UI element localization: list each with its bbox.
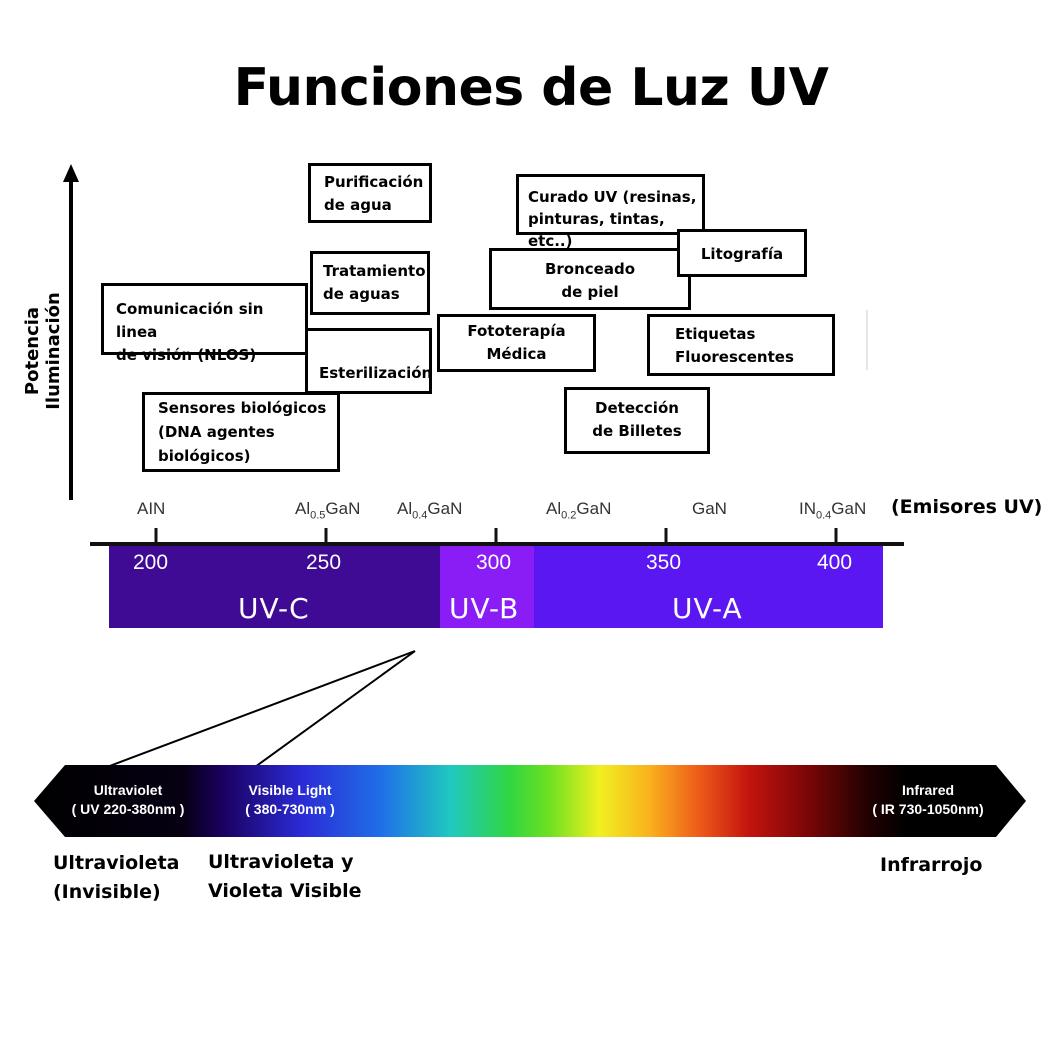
box-line: de piel bbox=[561, 283, 619, 301]
box-line: Litografía bbox=[700, 245, 784, 263]
band-name-uvb: UV-B bbox=[449, 592, 520, 625]
emitter-ain: AIN bbox=[137, 499, 165, 519]
box-line: Fototerapía bbox=[467, 322, 566, 340]
box-line: Médica bbox=[486, 345, 547, 363]
emitter-text: AIN bbox=[137, 499, 166, 518]
spectrum-text: Visible Light bbox=[248, 782, 332, 798]
emitter-subscript: 0.2 bbox=[561, 509, 577, 522]
bottom-label-line: Ultravioleta y bbox=[208, 851, 354, 873]
box-line: Detección bbox=[595, 399, 679, 417]
box-line: Tratamiento bbox=[323, 262, 426, 280]
band-uv-a bbox=[534, 546, 883, 628]
tick-400: 400 bbox=[817, 551, 853, 574]
spectrum-text: Infrared bbox=[901, 782, 955, 798]
band-uv-c bbox=[109, 546, 440, 628]
box-line: de aguas bbox=[323, 285, 400, 303]
box-line: Fluorescentes bbox=[675, 348, 794, 366]
bottom-label-line: Infrarrojo bbox=[880, 854, 983, 876]
spectrum-text: ( UV 220-380nm ) bbox=[71, 801, 185, 817]
box-purificacion-agua: Purificación de agua bbox=[308, 163, 432, 223]
emitter-text: GaN bbox=[576, 499, 612, 518]
emitter-text: Al bbox=[295, 499, 311, 518]
emitter-text: GaN bbox=[325, 499, 361, 518]
box-curado-uv: Curado UV (resinas, pinturas, tintas, et… bbox=[516, 174, 705, 250]
emitter-in04gan: IN0.4GaN bbox=[799, 499, 866, 521]
emitter-al04gan: Al0.4GaN bbox=[397, 499, 462, 521]
bottom-label-line: Violeta Visible bbox=[208, 880, 362, 902]
spectrum-text: Ultraviolet bbox=[93, 782, 163, 798]
box-line: (DNA agentes bbox=[158, 423, 275, 441]
spectrum-ultraviolet-label: Ultraviolet ( UV 220-380nm ) bbox=[60, 781, 196, 819]
spectrum-visible-label: Visible Light ( 380-730nm ) bbox=[222, 781, 358, 819]
spectrum-text: ( 380-730nm ) bbox=[245, 801, 335, 817]
band-uv-b bbox=[440, 546, 534, 628]
spectrum-text: ( IR 730-1050nm) bbox=[872, 801, 984, 817]
band-name-uva: UV-A bbox=[672, 592, 743, 625]
band-name-uvc: UV-C bbox=[238, 592, 310, 625]
box-line: de visión (NLOS) bbox=[116, 346, 257, 364]
box-line: Etiquetas bbox=[675, 325, 756, 343]
emitter-text: GaN bbox=[692, 499, 727, 518]
label-infrarrojo: Infrarrojo bbox=[880, 851, 982, 880]
emitter-subscript: 0.4 bbox=[412, 509, 428, 522]
label-ultravioleta-invisible: Ultravioleta (Invisible) bbox=[53, 849, 179, 907]
page-title: Funciones de Luz UV bbox=[233, 58, 829, 118]
box-tratamiento-aguas: Tratamiento de aguas bbox=[310, 251, 430, 315]
wavelength-axis bbox=[90, 528, 904, 546]
box-bronceado-piel: Bronceado de piel bbox=[489, 248, 691, 310]
divider-line bbox=[866, 310, 868, 370]
emitter-text: Al bbox=[397, 499, 413, 518]
y-axis-arrow bbox=[63, 164, 79, 500]
box-esterilizacion: Esterilización bbox=[305, 328, 432, 394]
tick-250: 250 bbox=[306, 551, 342, 574]
emitters-label: (Emisores UV) bbox=[891, 496, 1043, 518]
emitter-al02gan: Al0.2GaN bbox=[546, 499, 611, 521]
box-line: Bronceado bbox=[544, 260, 636, 278]
box-line: Comunicación sin linea bbox=[116, 300, 264, 341]
y-axis-label: Potencia Iluminación bbox=[22, 292, 64, 410]
emitter-text: IN bbox=[799, 499, 816, 518]
tick-350: 350 bbox=[646, 551, 682, 574]
emitter-text: GaN bbox=[831, 499, 867, 518]
emitter-gan: GaN bbox=[692, 499, 727, 519]
emitter-text: Al bbox=[546, 499, 562, 518]
box-fototerapia: Fototerapía Médica bbox=[437, 314, 596, 372]
box-litografia: Litografía bbox=[677, 229, 807, 277]
tick-300: 300 bbox=[476, 551, 512, 574]
box-line: pinturas, tintas, etc..) bbox=[528, 210, 665, 250]
box-line: Esterilización bbox=[319, 364, 433, 382]
emitter-subscript: 0.4 bbox=[816, 509, 832, 522]
box-sensores-biologicos: Sensores biológicos (DNA agentes biológi… bbox=[142, 392, 340, 472]
box-etiquetas-fluorescentes: Etiquetas Fluorescentes bbox=[647, 314, 835, 376]
bottom-label-line: (Invisible) bbox=[53, 881, 161, 903]
emitter-text: GaN bbox=[427, 499, 463, 518]
box-comunicacion-nlos: Comunicación sin linea de visión (NLOS) bbox=[101, 283, 308, 364]
box-line: de agua bbox=[324, 196, 392, 214]
spectrum-bar bbox=[34, 765, 1026, 837]
label-ultravioleta-visible: Ultravioleta y Violeta Visible bbox=[208, 848, 362, 906]
tick-200: 200 bbox=[133, 551, 169, 574]
emitter-subscript: 0.5 bbox=[310, 509, 326, 522]
box-line: de Billetes bbox=[592, 422, 682, 440]
box-line: biológicos) bbox=[158, 447, 251, 465]
box-line: Curado UV (resinas, bbox=[528, 188, 697, 206]
box-line: Purificación bbox=[324, 173, 424, 191]
bottom-label-line: Ultravioleta bbox=[53, 852, 180, 874]
emitter-al05gan: Al0.5GaN bbox=[295, 499, 360, 521]
box-line: Sensores biológicos bbox=[158, 399, 327, 417]
spectrum-infrared-label: Infrared ( IR 730-1050nm) bbox=[858, 781, 998, 819]
box-deteccion-billetes: Detección de Billetes bbox=[564, 387, 710, 454]
